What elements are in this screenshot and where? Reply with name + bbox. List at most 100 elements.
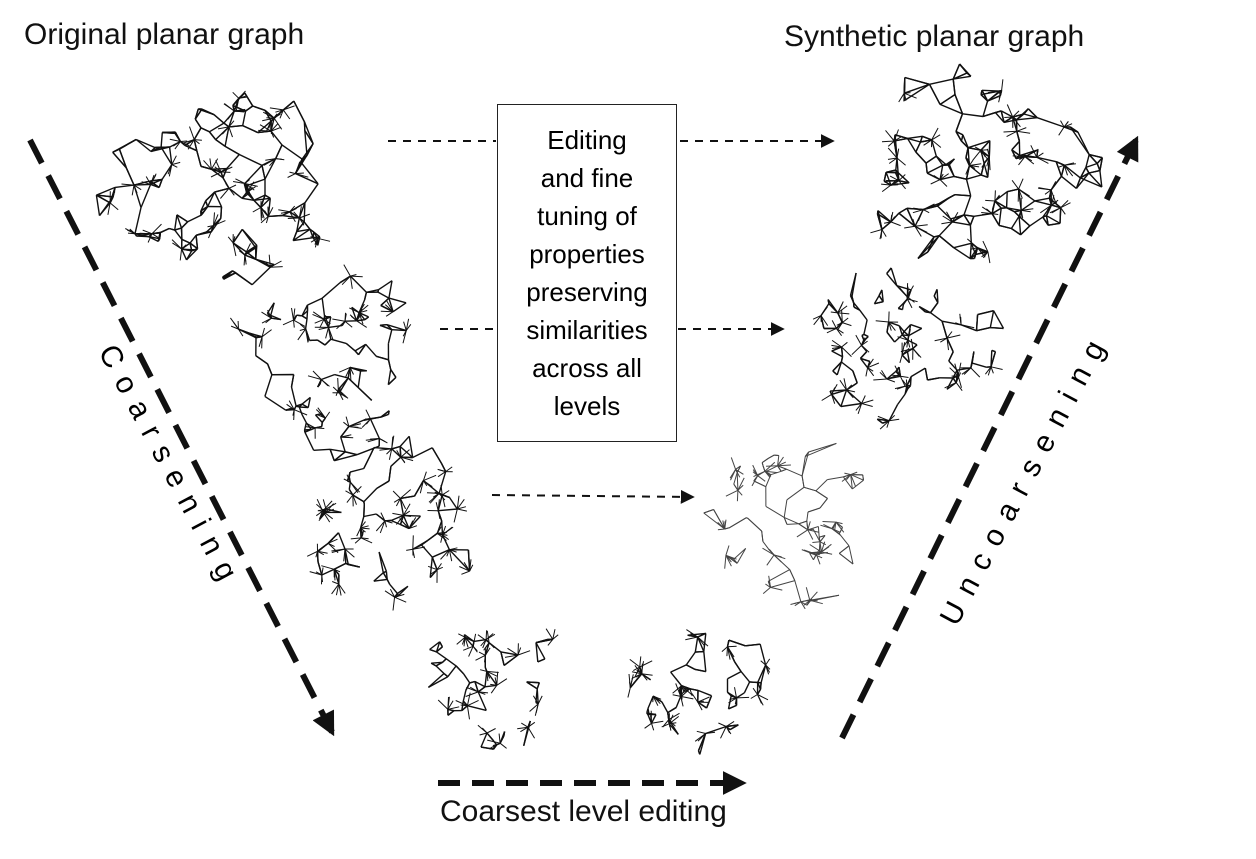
graph-edge	[753, 480, 767, 488]
graph-edge	[890, 180, 900, 186]
graph-spoke	[939, 179, 948, 187]
graph-edge	[151, 232, 161, 235]
graph-edge	[697, 701, 707, 709]
graph-edge	[168, 147, 173, 165]
graph-spoke	[504, 654, 519, 658]
graph-edge	[345, 562, 349, 566]
graph-edge	[535, 642, 546, 660]
graph-spoke	[453, 508, 458, 523]
graph-spoke	[689, 688, 693, 697]
graph-spoke	[697, 700, 704, 703]
graph-edge	[469, 680, 476, 684]
graph-spoke	[228, 120, 235, 128]
graph-edge	[305, 422, 312, 430]
graph-spoke	[293, 320, 295, 328]
graph-edge	[431, 556, 438, 570]
graph-spoke	[344, 548, 355, 558]
graph-spoke	[349, 314, 357, 322]
graph-edge	[348, 563, 360, 568]
graph-spoke	[717, 528, 725, 531]
graph-edge	[789, 569, 796, 581]
graph-spoke	[851, 345, 862, 356]
graph-spoke	[846, 389, 854, 399]
graph-edge	[349, 366, 361, 372]
graph-edge	[969, 216, 975, 226]
graph-spoke	[631, 673, 642, 680]
graph-spoke	[193, 139, 200, 145]
graph-spoke	[358, 303, 365, 313]
graph-edge	[901, 302, 905, 310]
graph-edge	[976, 326, 991, 332]
graph-edge	[198, 108, 215, 116]
graph-edge	[96, 186, 116, 196]
graph-spoke	[332, 318, 346, 322]
graph-edge	[695, 650, 704, 653]
graph-edge	[298, 217, 305, 223]
graph-spoke	[408, 525, 418, 529]
graph-spoke	[233, 322, 239, 330]
graph-edge	[380, 297, 390, 307]
graph-spoke	[316, 414, 326, 419]
graph-edge	[388, 297, 394, 312]
graph-edge	[703, 509, 714, 514]
graph-edge	[945, 158, 955, 166]
graph-edge	[119, 138, 137, 150]
graph-spoke	[463, 562, 471, 572]
graph-spoke	[484, 655, 486, 663]
graph-edge	[910, 323, 923, 330]
graph-edge	[991, 200, 996, 214]
graph-spoke	[968, 159, 974, 166]
graph-edge	[987, 90, 1001, 102]
graph-spoke	[169, 138, 181, 142]
graph-edge	[922, 135, 932, 141]
graph-edge	[933, 295, 939, 303]
graph-edge	[987, 95, 1001, 102]
graph-spoke	[841, 341, 848, 348]
graph-edge	[215, 139, 226, 147]
graph-spoke	[315, 571, 323, 576]
graph-edge	[443, 672, 449, 678]
graph-spoke	[349, 276, 353, 289]
graph-spoke	[343, 264, 351, 277]
graph-edge	[1024, 156, 1037, 158]
graph-spoke	[800, 601, 806, 610]
graph-spoke	[426, 492, 440, 494]
graph-spoke	[460, 704, 468, 707]
graph-edge	[461, 700, 464, 711]
graph-edge	[484, 671, 488, 687]
graph-edge	[224, 145, 240, 156]
graph-spoke	[335, 583, 340, 596]
graph-edge	[827, 476, 844, 481]
graph-spoke	[766, 554, 775, 566]
graph-edge	[215, 126, 230, 141]
graph-spoke	[753, 470, 766, 478]
graph-spoke	[765, 658, 771, 666]
graph-spoke	[757, 475, 766, 482]
graph-spoke	[960, 324, 975, 329]
graph-edge	[484, 667, 488, 672]
graph-edge	[1063, 126, 1079, 133]
graph-edge	[387, 359, 392, 370]
graph-spoke	[985, 199, 995, 202]
graph-spoke	[737, 477, 745, 491]
graph-spoke	[734, 697, 737, 705]
graph-edge	[391, 448, 402, 458]
graph-spoke	[402, 330, 407, 344]
graph-spoke	[171, 239, 182, 250]
graph-spoke	[904, 225, 916, 229]
graph-spoke	[437, 501, 441, 511]
graph-edge	[260, 197, 271, 209]
graph-spoke	[765, 664, 770, 675]
graph-edge	[952, 63, 961, 80]
graph-spoke	[238, 328, 244, 337]
graph-edge	[971, 351, 975, 364]
graph-edge	[667, 706, 677, 714]
graph-edge	[324, 338, 332, 346]
graph-edge	[1012, 116, 1017, 121]
graph-spoke	[435, 502, 439, 511]
graph-edge	[480, 746, 494, 750]
graph-edge	[926, 164, 944, 174]
graph-spoke	[1051, 207, 1061, 214]
graph-edge	[783, 499, 788, 518]
